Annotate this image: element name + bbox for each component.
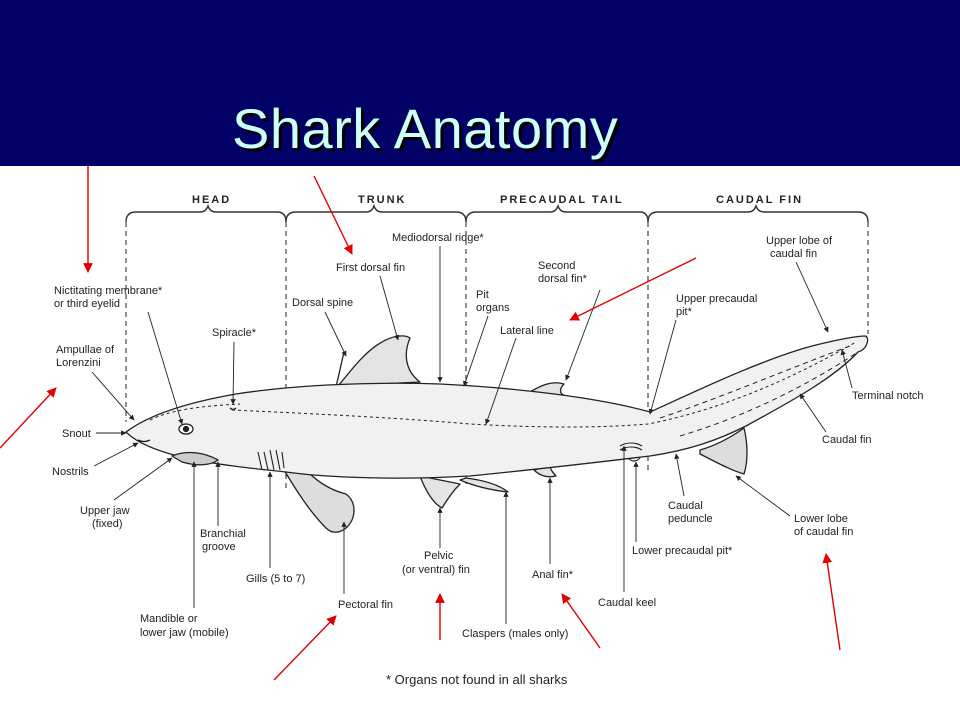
shark-body bbox=[125, 335, 869, 479]
label-branchial-2: groove bbox=[202, 541, 236, 553]
red-arrow-pectoral[interactable] bbox=[273, 615, 337, 681]
label-pit-organs-2: organs bbox=[476, 302, 510, 314]
red-arrow-first-dorsal[interactable] bbox=[313, 175, 353, 255]
red-arrow-lower-lobe[interactable] bbox=[822, 553, 841, 651]
first-dorsal-fin bbox=[337, 335, 421, 387]
slide-title: Shark Anatomy bbox=[232, 97, 619, 160]
spiracle-mark bbox=[229, 407, 237, 411]
label-nictitating-1: Nictitating membrane* bbox=[54, 285, 163, 297]
label-lateral-line: Lateral line bbox=[500, 325, 554, 337]
label-dorsal-spine: Dorsal spine bbox=[292, 297, 353, 309]
label-gills: Gills (5 to 7) bbox=[246, 573, 305, 585]
dorsal-spine bbox=[335, 351, 345, 388]
lateral-line bbox=[231, 341, 857, 428]
label-pit-organs-1: Pit bbox=[476, 289, 489, 301]
lower-precaudal-pit-mark bbox=[627, 457, 641, 462]
leader-caudal-fin bbox=[799, 393, 827, 433]
label-spiracle: Spiracle* bbox=[212, 327, 257, 339]
leader-pit-organs bbox=[463, 315, 489, 387]
nostril bbox=[137, 439, 151, 443]
lower-lobe-caudal bbox=[699, 427, 748, 475]
label-nictitating-2: or third eyelid bbox=[54, 298, 120, 310]
shark-anatomy-diagram: HEAD TRUNK PRECAUDAL TAIL CAUDAL FIN bbox=[0, 166, 924, 687]
label-second-dorsal-1: Second bbox=[538, 260, 575, 272]
leader-caudal-peduncle bbox=[674, 453, 685, 497]
label-upper-lobe-2: caudal fin bbox=[770, 248, 817, 260]
leader-terminal-notch bbox=[840, 349, 853, 389]
caudal-fin-bracket bbox=[647, 203, 869, 223]
precaudal-tail-bracket bbox=[465, 203, 649, 223]
leader-first-dorsal bbox=[379, 275, 400, 341]
label-pectoral: Pectoral fin bbox=[338, 599, 393, 611]
label-snout: Snout bbox=[62, 428, 91, 440]
label-upper-precaudal-2: pit* bbox=[676, 306, 693, 318]
leader-dorsal-spine bbox=[324, 311, 347, 357]
label-ampullae-1: Ampullae of bbox=[56, 344, 115, 356]
head-outline bbox=[149, 403, 241, 421]
caudal-dashed-lower bbox=[679, 351, 859, 437]
region-label-head: HEAD bbox=[192, 194, 231, 206]
label-terminal-notch: Terminal notch bbox=[852, 390, 924, 402]
region-brackets bbox=[125, 203, 869, 223]
title-header-band bbox=[0, 0, 960, 166]
leader-ampullae bbox=[91, 371, 135, 421]
label-upper-precaudal-1: Upper precaudal bbox=[676, 293, 757, 305]
red-arrow-ampullae[interactable] bbox=[0, 387, 57, 449]
label-caudal-fin: Caudal fin bbox=[822, 434, 872, 446]
red-arrow-second-dorsal[interactable] bbox=[569, 257, 697, 321]
label-claspers: Claspers (males only) bbox=[462, 628, 568, 640]
gill-slits bbox=[257, 449, 285, 471]
leader-second-dorsal bbox=[565, 289, 601, 381]
red-pointer-arrows bbox=[0, 166, 841, 681]
label-ampullae-2: Lorenzini bbox=[56, 357, 101, 369]
shark-mouth bbox=[171, 451, 219, 466]
leader-lateral-line bbox=[485, 337, 517, 425]
label-pelvic-1: Pelvic bbox=[424, 550, 454, 562]
label-upper-lobe-1: Upper lobe of bbox=[766, 235, 833, 247]
shark-illustration bbox=[125, 335, 869, 533]
part-labels: Nictitating membrane* or third eyelid Am… bbox=[52, 232, 924, 640]
label-lower-lobe-2: of caudal fin bbox=[794, 526, 853, 538]
label-second-dorsal-2: dorsal fin* bbox=[538, 273, 588, 285]
label-mandible-1: Mandible or bbox=[140, 613, 198, 625]
label-branchial-1: Branchial bbox=[200, 528, 246, 540]
label-first-dorsal: First dorsal fin bbox=[336, 262, 405, 274]
pectoral-fin bbox=[283, 469, 355, 533]
label-caudal-peduncle-2: peduncle bbox=[668, 513, 713, 525]
label-caudal-keel: Caudal keel bbox=[598, 597, 656, 609]
leader-upper-lobe bbox=[795, 261, 829, 333]
callout-leaders bbox=[91, 246, 853, 624]
pelvic-fin bbox=[419, 475, 461, 509]
clasper bbox=[459, 477, 509, 493]
footnote: * Organs not found in all sharks bbox=[386, 672, 568, 687]
label-mediodorsal: Mediodorsal ridge* bbox=[392, 232, 484, 244]
region-label-trunk: TRUNK bbox=[358, 194, 407, 206]
label-caudal-peduncle-1: Caudal bbox=[668, 500, 703, 512]
label-mandible-2: lower jaw (mobile) bbox=[140, 627, 229, 639]
region-label-caudal-fin: CAUDAL FIN bbox=[716, 194, 803, 206]
shark-pupil bbox=[182, 425, 190, 433]
label-lower-precaudal: Lower precaudal pit* bbox=[632, 545, 733, 557]
trunk-bracket bbox=[285, 203, 467, 223]
label-upper-jaw-2: (fixed) bbox=[92, 518, 123, 530]
leader-nictitating bbox=[147, 311, 184, 425]
label-lower-lobe-1: Lower lobe bbox=[794, 513, 848, 525]
leader-nostrils bbox=[93, 442, 139, 467]
leader-upper-precaudal bbox=[648, 319, 677, 415]
leader-spiracle bbox=[230, 341, 236, 405]
label-anal-fin: Anal fin* bbox=[532, 569, 574, 581]
red-arrow-anal[interactable] bbox=[561, 593, 601, 649]
leader-lower-lobe bbox=[735, 475, 791, 517]
label-nostrils: Nostrils bbox=[52, 466, 89, 478]
label-upper-jaw-1: Upper jaw bbox=[80, 505, 130, 517]
label-pelvic-2: (or ventral) fin bbox=[402, 564, 470, 576]
head-bracket bbox=[125, 203, 287, 223]
leader-upper-jaw bbox=[113, 457, 173, 501]
region-label-precaudal-tail: PRECAUDAL TAIL bbox=[500, 194, 624, 206]
